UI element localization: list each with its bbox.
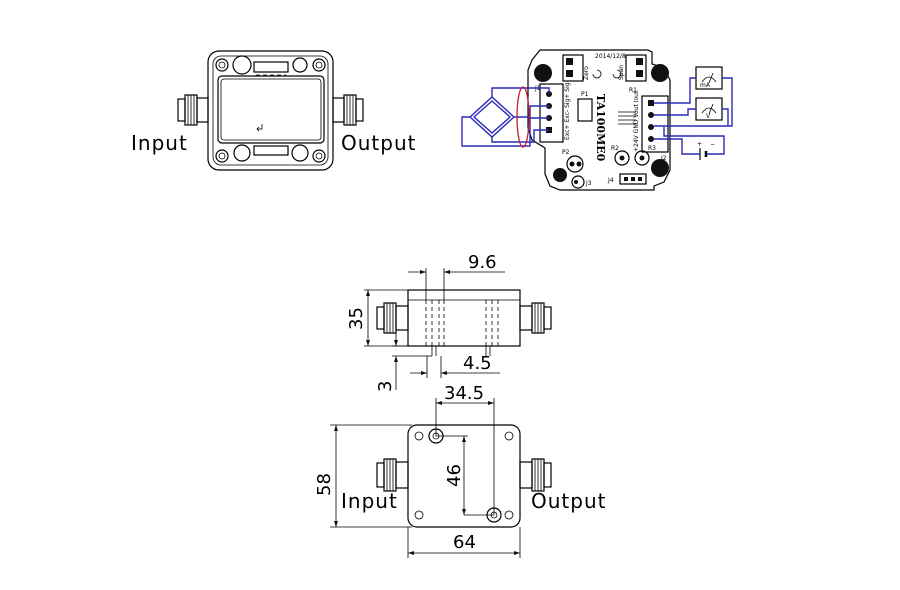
output-label-bottom: Output [531,489,606,513]
input-label-bottom: Input [341,489,398,513]
r1-label: R1 [629,87,637,94]
model-label: TA100ME0 [594,94,607,162]
j4-label: J4 [607,177,614,184]
pcb-wiring-diagram: Zero 2014/12/8 Span R1 J1 Exc+ Exc- Sig+… [461,49,733,191]
enclosure-mounting-view: 34.5 46 58 64 Input Output [314,383,606,558]
battery-minus-label: − [710,141,715,148]
r3-label: R3 [648,145,656,152]
input-label: Input [131,131,188,155]
dim-3: 3 [375,381,396,392]
meter-ma-label: mA [700,82,711,89]
r2-label: R2 [611,145,619,152]
dim-58: 58 [314,473,335,496]
j3-label: J3 [585,180,592,187]
span-label: Span [618,65,625,80]
header-right-label: +24V GND Vout Iout [633,90,640,152]
p1-label: P1 [581,91,589,98]
dim-46: 46 [444,464,465,487]
j2-label: J2 [660,155,667,162]
dim-64: 64 [453,532,476,553]
header-left-label: Exc+ Exc- Sig+ Sig- [564,80,571,140]
dim-9-6: 9.6 [468,252,497,273]
output-label: Output [341,131,416,155]
date-label: 2014/12/8 [595,53,626,60]
p2-label: P2 [562,149,570,156]
dim-34-5: 34.5 [444,383,484,404]
dim-4-5: 4.5 [463,353,492,374]
battery-plus-label: + [697,141,702,148]
zero-label: Zero [583,66,590,80]
enclosure-side-view: 9.6 35 4.5 3 [346,252,552,392]
meter-v-label: V [706,113,711,120]
dim-35: 35 [346,307,367,330]
enclosure-top-view: Input Output [131,50,416,171]
